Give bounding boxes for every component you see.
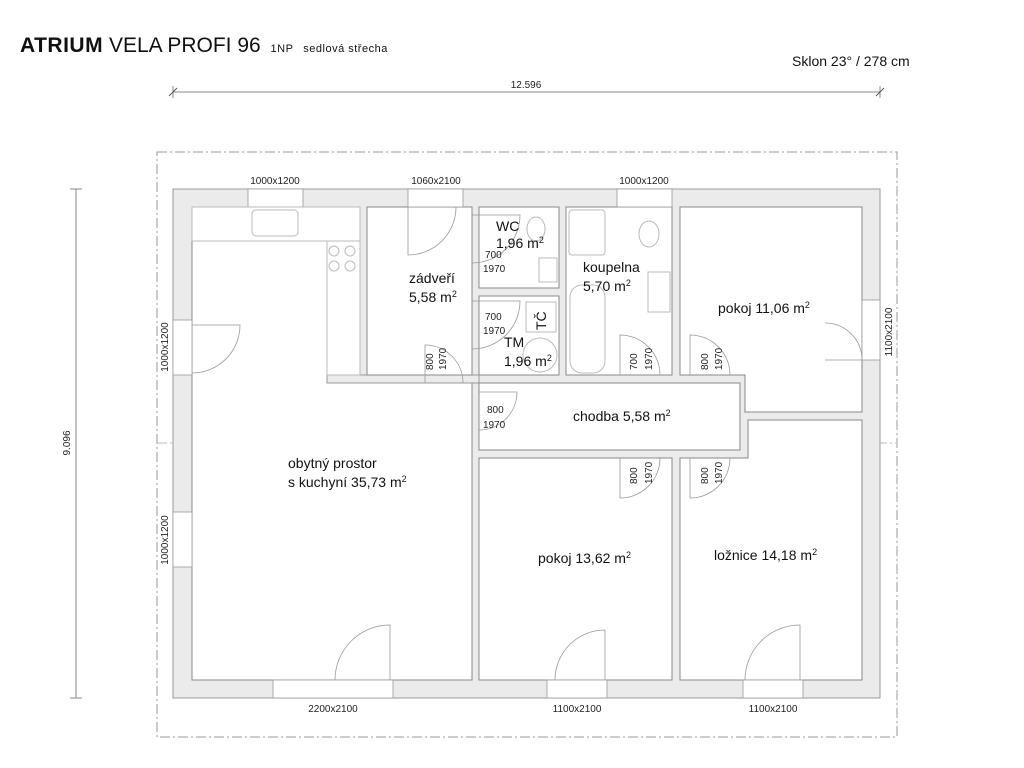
room-label: chodba 5,58 m2 <box>573 408 671 424</box>
plot-boundary <box>156 151 898 738</box>
window-label: 1100x2100 <box>884 307 895 356</box>
window-label: 1060x2100 <box>411 176 461 187</box>
room-label: pokoj 11,06 m2 <box>718 300 810 316</box>
svg-text:800: 800 <box>425 353 436 370</box>
heat-pump-label: TČ <box>533 311 549 330</box>
svg-text:1970: 1970 <box>483 420 506 431</box>
title-brand: ATRIUM <box>20 34 104 57</box>
svg-text:800: 800 <box>700 353 711 370</box>
dimension-height: 9.096 <box>62 188 82 699</box>
bathtub-icon <box>569 284 606 374</box>
toilet-icon <box>526 216 546 242</box>
title-roof: sedlová střecha <box>303 43 388 55</box>
room-label: ložnice 14,18 m2 <box>714 547 817 563</box>
window-label: 1000x1200 <box>160 515 171 565</box>
room-area: 1,96 m2 <box>496 235 544 251</box>
room-label: zádveří <box>409 270 455 286</box>
room-area: 1,96 m2 <box>504 353 552 369</box>
windows <box>172 188 881 699</box>
svg-text:1970: 1970 <box>714 461 725 484</box>
basin-icon <box>538 257 558 283</box>
svg-text:1970: 1970 <box>483 326 506 337</box>
dimension-width: 12.596 <box>168 80 885 98</box>
svg-text:1970: 1970 <box>644 461 655 484</box>
room-label: koupelna <box>583 259 640 275</box>
svg-text:700: 700 <box>485 312 502 323</box>
room-pokoj-2 <box>478 457 673 681</box>
room-entry <box>366 206 473 376</box>
room-bathroom <box>565 206 673 376</box>
window-label: 1100x2100 <box>553 704 602 715</box>
room-area: 5,58 m2 <box>409 289 457 305</box>
window-label: 2200x2100 <box>308 704 358 715</box>
room-wc <box>478 206 560 289</box>
svg-text:800: 800 <box>700 467 711 484</box>
window-label: 1000x1200 <box>160 322 171 372</box>
toilet-icon <box>638 220 660 248</box>
dimension-width-label: 12.596 <box>511 80 542 91</box>
window-label: 1000x1200 <box>250 176 300 187</box>
svg-text:1970: 1970 <box>438 347 449 370</box>
dimension-height-label: 9.096 <box>62 430 73 455</box>
room-bedroom <box>679 419 863 681</box>
room-label: obytný prostor <box>288 455 377 471</box>
doors <box>191 206 863 681</box>
room-label: pokoj 13,62 m2 <box>538 550 631 566</box>
slope-label: Sklon 23° / 278 cm <box>792 53 910 69</box>
kitchen-fixtures <box>191 206 361 376</box>
sink-icon <box>251 209 299 237</box>
plan-title: ATRIUM VELA PROFI 96 1NP sedlová střecha <box>20 34 388 58</box>
interior-wall <box>326 374 480 384</box>
svg-text:800: 800 <box>487 405 504 416</box>
room-label: WC <box>496 218 519 234</box>
svg-text:1970: 1970 <box>644 347 655 370</box>
basin-icon <box>647 271 671 313</box>
room-area: 5,70 m2 <box>583 278 631 294</box>
shower-icon <box>568 209 606 256</box>
svg-text:700: 700 <box>485 250 502 261</box>
window-label: 1100x2100 <box>749 704 798 715</box>
svg-text:700: 700 <box>629 353 640 370</box>
svg-text:1970: 1970 <box>483 264 506 275</box>
bathroom-fixtures <box>522 209 671 374</box>
svg-text:1970: 1970 <box>714 347 725 370</box>
room-label: s kuchyní 35,73 m2 <box>288 474 407 490</box>
window-label: 1000x1200 <box>619 176 669 187</box>
room-pokoj-1 <box>679 206 863 413</box>
title-floor: 1NP <box>270 43 294 55</box>
svg-text:800: 800 <box>629 467 640 484</box>
room-label: TM <box>504 334 524 350</box>
title-model: VELA PROFI 96 <box>108 34 261 57</box>
room-hall <box>478 382 741 451</box>
